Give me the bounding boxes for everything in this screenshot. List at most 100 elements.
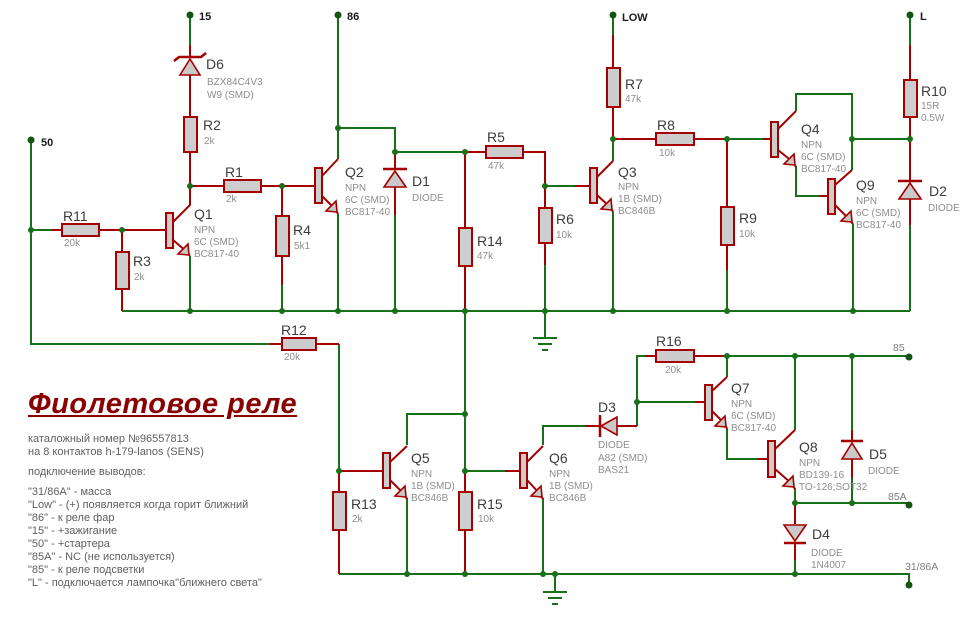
transistor-part: BC817-40 — [801, 164, 846, 175]
resistor-value: 47k — [488, 161, 505, 172]
note-catalog-number: каталожный номер №96557813 — [28, 433, 189, 445]
diode-D4: D4 DIODE 1N4007 — [782, 524, 846, 571]
diode-part: DIODE — [811, 548, 843, 559]
transistor-part: BC846B — [618, 206, 656, 217]
transistor-pkg: 1B (SMD) — [411, 481, 455, 492]
diode-label: D2 — [929, 183, 947, 199]
resistor-value: 2k — [134, 272, 146, 283]
transistor-Q8: Q8 NPN BD139-16 TO-126;SOT32 — [767, 429, 868, 493]
transistor-type: NPN — [411, 469, 432, 480]
pin-86: 86 — [334, 11, 359, 23]
resistor-value: 10k — [556, 230, 573, 241]
resistor-value: 20k — [64, 238, 81, 249]
transistor-pkg: BD139-16 — [799, 470, 844, 481]
transistor-part: BC817-40 — [194, 249, 239, 260]
resistor-R6: R6 10k — [538, 207, 574, 244]
resistor-label: R8 — [657, 117, 675, 133]
transistor-type: NPN — [345, 183, 366, 194]
wires — [30, 15, 911, 592]
diode-D6: D6 BZX84C4V3 W9 (SMD) — [173, 52, 263, 101]
pin-l: L — [906, 11, 927, 23]
resistor-value: 10k — [659, 148, 676, 159]
diode-part: A82 (SMD) — [598, 453, 647, 464]
diode-label: D4 — [812, 526, 830, 542]
diode-part: BZX84C4V3 — [207, 77, 263, 88]
pin-31-86a: 31/86A — [905, 561, 938, 589]
transistor-pkg: 1B (SMD) — [549, 481, 593, 492]
resistor-R16: R16 20k — [655, 333, 695, 376]
transistor-type: NPN — [801, 140, 822, 151]
resistor-value: 20k — [665, 365, 682, 376]
resistor-label: R16 — [656, 333, 682, 349]
note-pin-line: "85A" - NC (не используется) — [28, 551, 175, 563]
transistor-type: NPN — [731, 399, 752, 410]
pin-85a: 85A — [888, 491, 913, 509]
transistor-label: Q7 — [731, 380, 750, 396]
resistor-label: R13 — [351, 496, 377, 512]
transistor-type: NPN — [549, 469, 570, 480]
transistor-Q3: Q3 NPN 1B (SMD) BC846B — [589, 160, 662, 217]
note-heading: подключение выводов: — [28, 466, 146, 478]
diode-D5: D5 DIODE — [840, 439, 900, 477]
pin-label: 31/86A — [905, 561, 938, 573]
pin-low: LOW — [609, 11, 648, 24]
transistor-Q4: Q4 NPN 6C (SMD) BC817-40 — [770, 110, 846, 175]
resistor-label: R14 — [477, 233, 503, 249]
transistor-type: NPN — [618, 182, 639, 193]
resistor-label: R3 — [133, 253, 151, 269]
diode-label: D6 — [206, 56, 224, 72]
transistor-part: TO-126;SOT32 — [799, 482, 868, 493]
diode-part: W9 (SMD) — [207, 90, 254, 101]
transistor-label: Q4 — [801, 121, 820, 137]
diode-D2: D2 DIODE — [897, 179, 960, 214]
resistor-R10: R10 15R 0.5W — [903, 79, 947, 124]
transistor-pkg: 6C (SMD) — [856, 208, 900, 219]
transistor-label: Q9 — [856, 177, 875, 193]
pin-label: 85 — [893, 342, 905, 354]
pin-label: 85A — [888, 491, 907, 503]
resistor-value: 2k — [226, 194, 238, 205]
diode-D1: D1 DIODE — [382, 167, 444, 204]
schematic-title: Фиолетовое реле — [28, 388, 298, 420]
diode-part: DIODE — [868, 466, 900, 477]
transistor-part: BC817-40 — [345, 207, 390, 218]
transistor-Q2: Q2 NPN 6C (SMD) BC817-40 — [314, 158, 390, 218]
resistor-label: R4 — [293, 222, 311, 238]
resistor-R2: R2 2k — [183, 116, 221, 153]
pin-label: 86 — [347, 11, 359, 23]
transistor-part: BC846B — [411, 493, 449, 504]
transistor-part: BC817-40 — [856, 220, 901, 231]
resistor-value: 10k — [478, 514, 495, 525]
resistor-R5: R5 47k — [485, 129, 524, 172]
resistor-label: R15 — [477, 496, 503, 512]
note-pin-line: "31/86A" - масса — [28, 486, 112, 498]
diode-label: D5 — [869, 446, 887, 462]
resistor-R14: R14 47k — [458, 227, 503, 267]
resistor-R12: R12 20k — [281, 322, 317, 363]
transistor-label: Q8 — [799, 439, 818, 455]
note-pin-line: "L" - подключается лампочка"ближнего све… — [28, 577, 262, 589]
note-pin-line: "85" - к реле подсветки — [28, 564, 145, 576]
resistor-label: R1 — [225, 164, 243, 180]
transistor-Q1: Q1 NPN 6C (SMD) BC817-40 — [165, 187, 239, 260]
transistor-Q6: Q6 NPN 1B (SMD) BC846B — [519, 445, 593, 504]
resistor-R9: R9 10k — [720, 206, 757, 246]
resistor-R7: R7 47k — [606, 67, 643, 108]
resistor-R8: R8 10k — [655, 117, 695, 159]
notes-block: каталожный номер №96557813 на 8 контакто… — [28, 433, 262, 590]
transistor-pkg: 6C (SMD) — [194, 237, 238, 248]
note-contacts: на 8 контактов h-179-lanos (SENS) — [28, 446, 204, 458]
note-pin-line: "50" - +стартера — [28, 538, 110, 550]
pin-label: LOW — [622, 12, 648, 24]
pin-85: 85 — [893, 342, 913, 361]
resistor-value: 15R — [921, 101, 939, 112]
resistor-label: R6 — [556, 211, 574, 227]
transistor-Q9: Q9 NPN 6C (SMD) BC817-40 — [827, 169, 901, 231]
transistor-label: Q1 — [194, 206, 213, 222]
transistor-pkg: 1B (SMD) — [618, 194, 662, 205]
note-pin-line: "Low" - (+) появляется когда горит ближн… — [28, 499, 249, 511]
pin-label: L — [920, 11, 927, 23]
transistor-label: Q2 — [345, 164, 364, 180]
transistor-type: NPN — [194, 225, 215, 236]
diode-D3: D3 DIODE A82 (SMD) BAS21 — [598, 399, 647, 476]
